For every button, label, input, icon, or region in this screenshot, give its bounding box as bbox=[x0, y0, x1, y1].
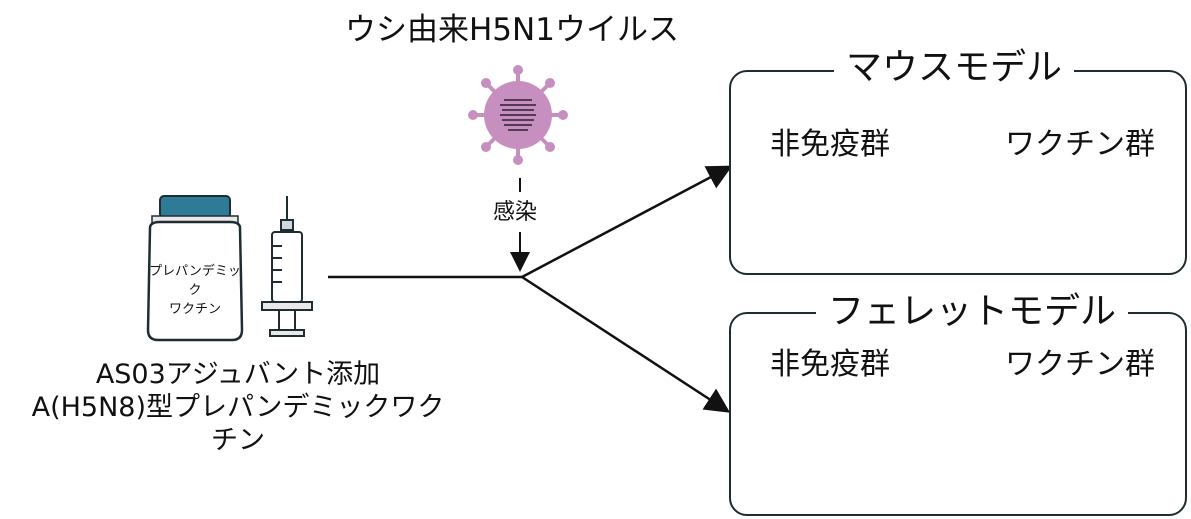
vial-label: プレパンデミック ワクチン bbox=[148, 262, 242, 319]
mouse-unimmunized-label: 非免疫群 bbox=[770, 127, 890, 162]
vaccine-caption-line1: AS03アジュバント添加 bbox=[95, 359, 381, 390]
vaccine-caption-line2: A(H5N8)型プレパンデミックワクチン bbox=[31, 392, 445, 456]
arrow-to-mouse bbox=[521, 165, 733, 279]
mouse-model-panel bbox=[729, 70, 1187, 275]
virus-icon bbox=[468, 65, 568, 165]
vial-label-line1: プレパンデミック bbox=[149, 264, 241, 298]
ferret-model-panel bbox=[729, 312, 1187, 516]
ferret-model-title: フェレットモデル bbox=[816, 292, 1129, 332]
ferret-vaccine-label: ワクチン群 bbox=[1005, 347, 1155, 382]
infection-label: 感染 bbox=[493, 200, 538, 225]
ferret-unimmunized-label: 非免疫群 bbox=[770, 347, 890, 382]
mouse-model-title: マウスモデル bbox=[834, 48, 1075, 88]
vial-label-line2: ワクチン bbox=[168, 302, 221, 317]
syringe-icon bbox=[261, 196, 313, 337]
vial-icon bbox=[146, 195, 244, 342]
virus-title: ウシ由来H5N1ウイルス bbox=[345, 12, 679, 48]
mouse-vaccine-label: ワクチン群 bbox=[1005, 127, 1155, 162]
vaccine-caption: AS03アジュバント添加 A(H5N8)型プレパンデミックワクチン bbox=[28, 358, 448, 457]
arrow-to-ferret bbox=[521, 275, 731, 413]
